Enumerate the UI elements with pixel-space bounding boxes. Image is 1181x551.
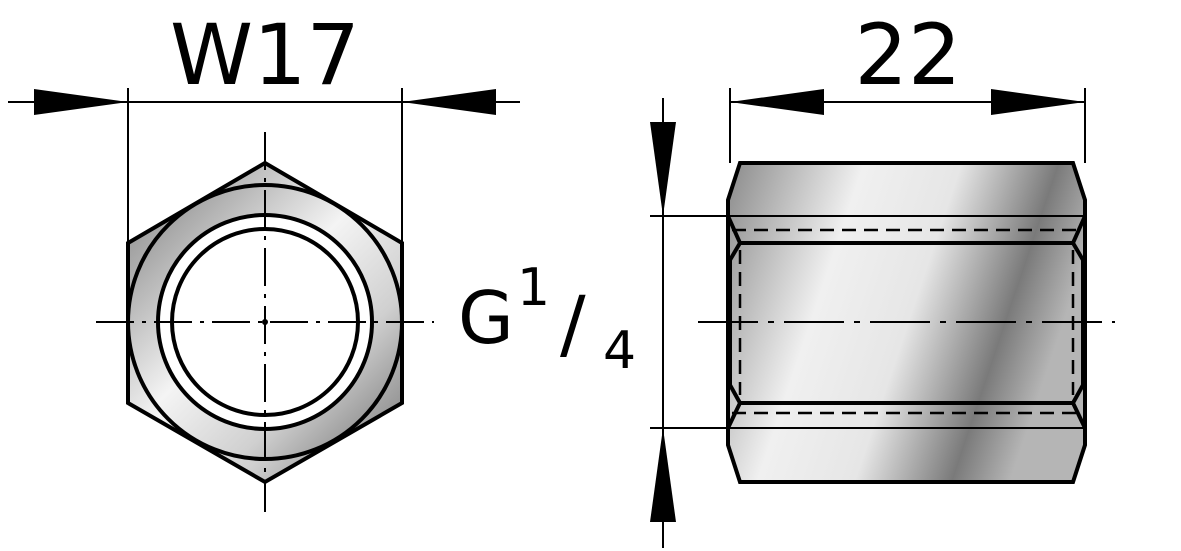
thread-label-denominator: 4 (603, 321, 636, 381)
thread-label-numerator: 1 (517, 258, 550, 318)
length-label: 22 (855, 6, 962, 104)
thread-lines (650, 215, 1085, 429)
thread-label-slash: / (560, 279, 586, 368)
arrow-right-icon (991, 89, 1085, 115)
thread-label-main: G (458, 276, 514, 360)
arrow-up-icon (650, 428, 676, 522)
hex-end-view (126, 160, 404, 485)
arrow-right-icon (34, 89, 128, 115)
arrow-down-icon (650, 122, 676, 216)
arrow-left-icon (402, 89, 496, 115)
arrow-left-icon (730, 89, 824, 115)
width-label: W17 (170, 6, 360, 104)
